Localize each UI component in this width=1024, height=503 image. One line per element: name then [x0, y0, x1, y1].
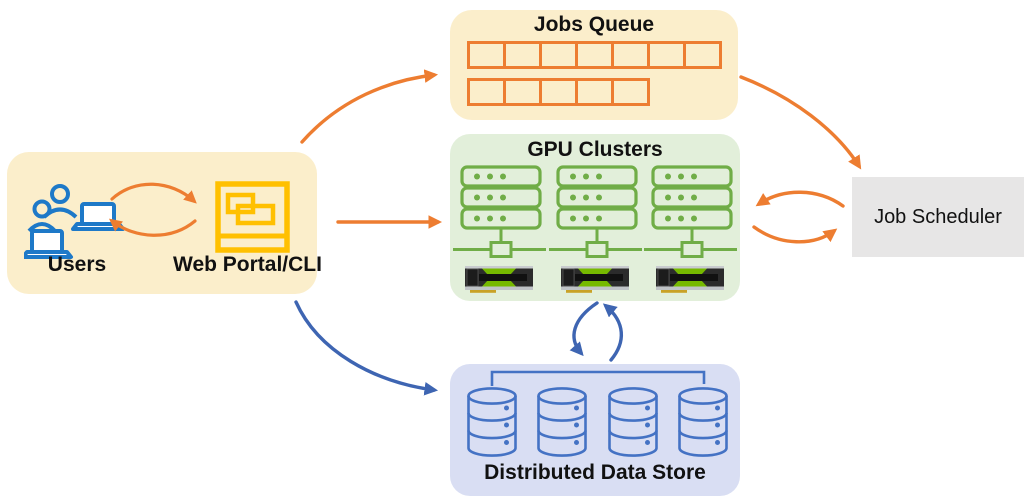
- queue-slot: [539, 78, 578, 106]
- database-icon: [678, 387, 728, 457]
- database-icon: [537, 387, 588, 457]
- users-icon: [24, 184, 125, 259]
- server-led-dots: [569, 173, 602, 222]
- queue-slot: [575, 78, 614, 106]
- arrow-scheduler-to-gpu: [755, 190, 845, 208]
- data-store-bracket: [490, 370, 706, 386]
- arrow-gpu-to-datastore: [569, 301, 599, 357]
- data-store-nodes: [466, 386, 729, 458]
- queue-slot: [503, 78, 542, 106]
- network-switch-icon: [644, 228, 737, 258]
- gpu-cluster-node: [644, 165, 737, 293]
- arrow-portal-to-datastore: [294, 300, 439, 396]
- queue-slot: [575, 41, 614, 69]
- jobs-queue-row-1: [467, 41, 722, 69]
- job-scheduler-label: Job Scheduler: [874, 206, 1002, 228]
- network-switch-icon: [548, 228, 642, 258]
- arrow-portal-to-queue: [300, 69, 439, 144]
- gpu-cluster-node: [548, 165, 642, 293]
- queue-slot: [503, 41, 542, 69]
- gpu-clusters-title: GPU Clusters: [527, 138, 663, 161]
- gpu-card-icon: [465, 266, 533, 293]
- users-portal-exchange-arrows: [108, 182, 197, 237]
- gpu-cluster-nodes: [452, 165, 738, 295]
- gpu-cluster-node: [453, 165, 546, 293]
- queue-slot: [647, 41, 686, 69]
- queue-slot: [467, 41, 506, 69]
- jobs-queue-panel: [450, 10, 738, 120]
- data-store-title: Distributed Data Store: [484, 461, 706, 484]
- users-label: Users: [47, 253, 107, 276]
- arrow-gpu-to-scheduler: [752, 225, 838, 244]
- arrow-queue-to-scheduler: [739, 75, 862, 170]
- web-portal-label: Web Portal/CLI: [173, 253, 322, 276]
- arrow-datastore-to-gpu: [602, 303, 624, 362]
- queue-slot: [467, 78, 506, 106]
- server-led-dots: [665, 173, 697, 222]
- database-icon: [607, 387, 658, 457]
- queue-slot: [539, 41, 578, 69]
- gpu-card-icon: [656, 266, 724, 293]
- gpu-card-icon: [560, 266, 629, 293]
- queue-slot: [683, 41, 722, 69]
- database-icon: [467, 387, 517, 457]
- data-store-panel: [450, 364, 740, 496]
- jobs-queue-row-2: [467, 78, 650, 106]
- queue-slot: [611, 41, 650, 69]
- jobs-queue-title: Jobs Queue: [533, 13, 655, 36]
- web-portal-icon: [215, 181, 290, 253]
- queue-slot: [611, 78, 650, 106]
- network-switch-icon: [453, 228, 546, 258]
- job-scheduler-panel: [852, 177, 1024, 257]
- server-led-dots: [474, 173, 506, 222]
